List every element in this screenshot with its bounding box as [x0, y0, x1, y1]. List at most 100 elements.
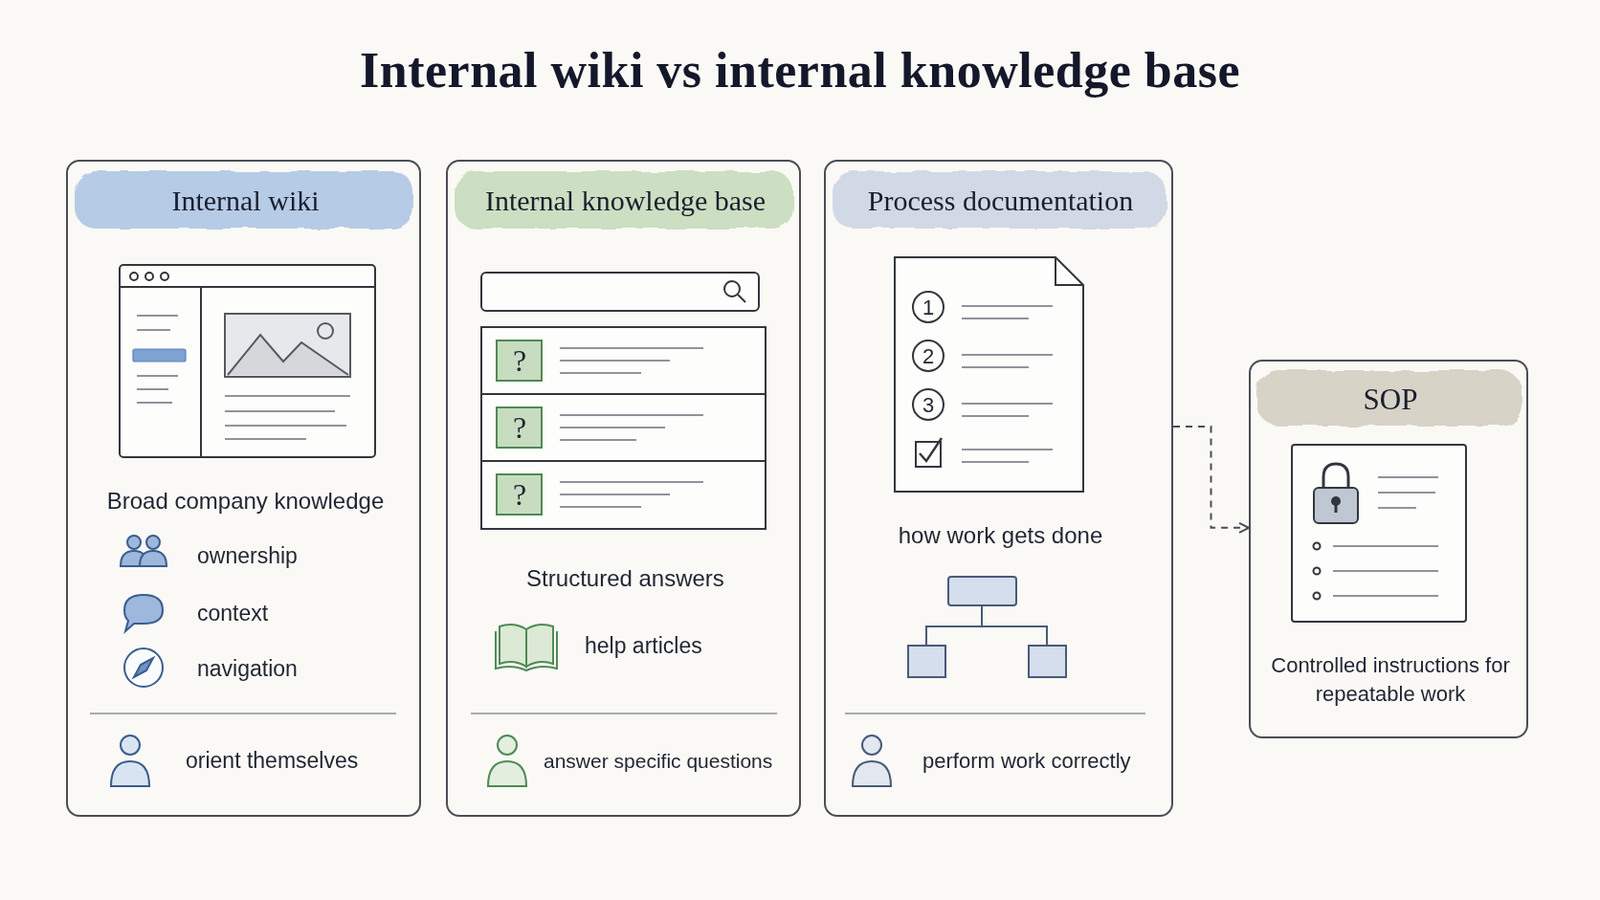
sop-document-part-part [1377, 507, 1417, 510]
process-panel: Process documentationhow work gets donep… [823, 159, 1174, 818]
kb-illustration [481, 272, 766, 530]
step-number: 3 [922, 393, 934, 419]
person-icons-part-part [862, 735, 882, 756]
wiki-icons-part [133, 658, 154, 678]
process-document-part [912, 340, 944, 372]
person-icons-part-part [488, 761, 527, 787]
org-chart-part [908, 645, 946, 678]
book-icon [495, 624, 557, 671]
question-mark: ? [512, 343, 527, 379]
org-chart [908, 577, 1067, 678]
process-document-part [961, 306, 1053, 463]
sop-document-part-part [1333, 545, 1439, 548]
panel-text: Broad company knowledge [67, 486, 423, 517]
process-document-part-part [961, 354, 1053, 356]
process-document-part-part [961, 305, 1053, 308]
kb-illustration-part-part [496, 340, 542, 381]
process-document-part [1055, 257, 1084, 286]
kb-illustration-part [724, 281, 740, 297]
browser-illustration-part-part [224, 424, 347, 427]
kb-illustration-part-part [496, 474, 542, 515]
step-number: 1 [922, 295, 934, 321]
panel-text: orient themselves [185, 746, 416, 777]
process-document-part-part [961, 461, 1029, 464]
wiki-icons-part [127, 535, 141, 550]
kb-illustration-part-part [559, 359, 670, 362]
knowledge-base-panel: Internal knowledge baseStructured answer… [445, 159, 801, 818]
person-icons-part-part [120, 735, 140, 756]
browser-illustration-part [119, 286, 376, 289]
panel-text: help articles [584, 631, 777, 662]
wiki-panel: Internal wikiBroad company knowledgeowne… [66, 159, 422, 818]
book-icon-part [526, 624, 554, 667]
process-document-part [912, 389, 944, 421]
kb-illustration-part-part [559, 426, 666, 429]
panel-heading: Internal wiki [67, 181, 423, 222]
panel-text: Controlled instructions for repeatable w… [1261, 651, 1520, 709]
browser-illustration-part [200, 287, 202, 458]
sop-document-part [1323, 464, 1349, 489]
step-number: 2 [922, 344, 934, 370]
kb-illustration-part [737, 294, 746, 303]
browser-illustration-part [133, 349, 186, 362]
browser-illustration-part-part [224, 395, 351, 398]
process-document-part [919, 438, 942, 462]
sop-document-part [1313, 488, 1358, 524]
kb-illustration-part [481, 327, 766, 530]
question-mark: ? [512, 477, 527, 513]
person-icons [111, 735, 891, 787]
kb-illustration-part [496, 340, 542, 515]
diagram-title: Internal wiki vs internal knowledge base [0, 42, 1600, 99]
browser-illustration-part [227, 334, 349, 376]
sop-document-part [1334, 503, 1338, 513]
kb-illustration-part-part [496, 407, 542, 448]
org-chart-part [926, 605, 1047, 646]
browser-illustration-part [317, 323, 334, 339]
sop-document-part [1333, 477, 1439, 597]
browser-illustration-part [224, 396, 351, 440]
browser-illustration-part-part [136, 388, 169, 391]
dashed-connector [1173, 426, 1249, 529]
panel-text: perform work correctly [922, 747, 1172, 777]
wiki-icons [120, 535, 167, 688]
dividers-part [89, 712, 397, 715]
kb-illustration-part-part [559, 414, 704, 417]
book-icon-part [495, 631, 557, 671]
kb-illustration-part-part [559, 372, 642, 375]
browser-illustration-part-part [136, 401, 173, 404]
process-document-part-part [961, 448, 1053, 451]
panel-heading: Internal knowledge base [447, 181, 803, 222]
browser-illustration-part [130, 272, 138, 281]
person-icons-part-part [497, 735, 517, 756]
panel-text: navigation [197, 654, 408, 685]
browser-illustration [119, 265, 376, 458]
sop-document-part-part [1333, 595, 1439, 598]
kb-illustration-part [481, 460, 766, 463]
kb-illustration-part-part [559, 493, 670, 496]
dividers-part [470, 712, 778, 715]
dividers [89, 712, 1146, 715]
panel-heading: SOP [1250, 379, 1531, 421]
book-icon-part [499, 624, 527, 667]
wiki-icons-part [124, 648, 163, 688]
person-icons-part [111, 735, 150, 787]
browser-illustration-part-part [136, 375, 178, 378]
process-document-part-part [961, 415, 1029, 418]
person-icons-part-part [852, 761, 891, 787]
process-document-part-part [961, 402, 1053, 405]
browser-illustration-part [224, 313, 351, 378]
process-document-part-part [961, 366, 1029, 369]
panel-text: Structured answers [447, 563, 803, 595]
question-mark: ? [512, 410, 527, 446]
sop-document-part-part [1377, 476, 1439, 479]
org-chart-part [1028, 645, 1067, 678]
sop-document-part-part [1377, 491, 1436, 494]
sop-document-part [1313, 543, 1321, 551]
browser-illustration-part [145, 272, 154, 281]
process-document-part [894, 257, 1084, 492]
process-document-part [912, 291, 944, 323]
kb-illustration-part-part [559, 506, 642, 509]
panel-text: answer specific questions [543, 748, 798, 776]
sop-document-part [1291, 444, 1467, 623]
